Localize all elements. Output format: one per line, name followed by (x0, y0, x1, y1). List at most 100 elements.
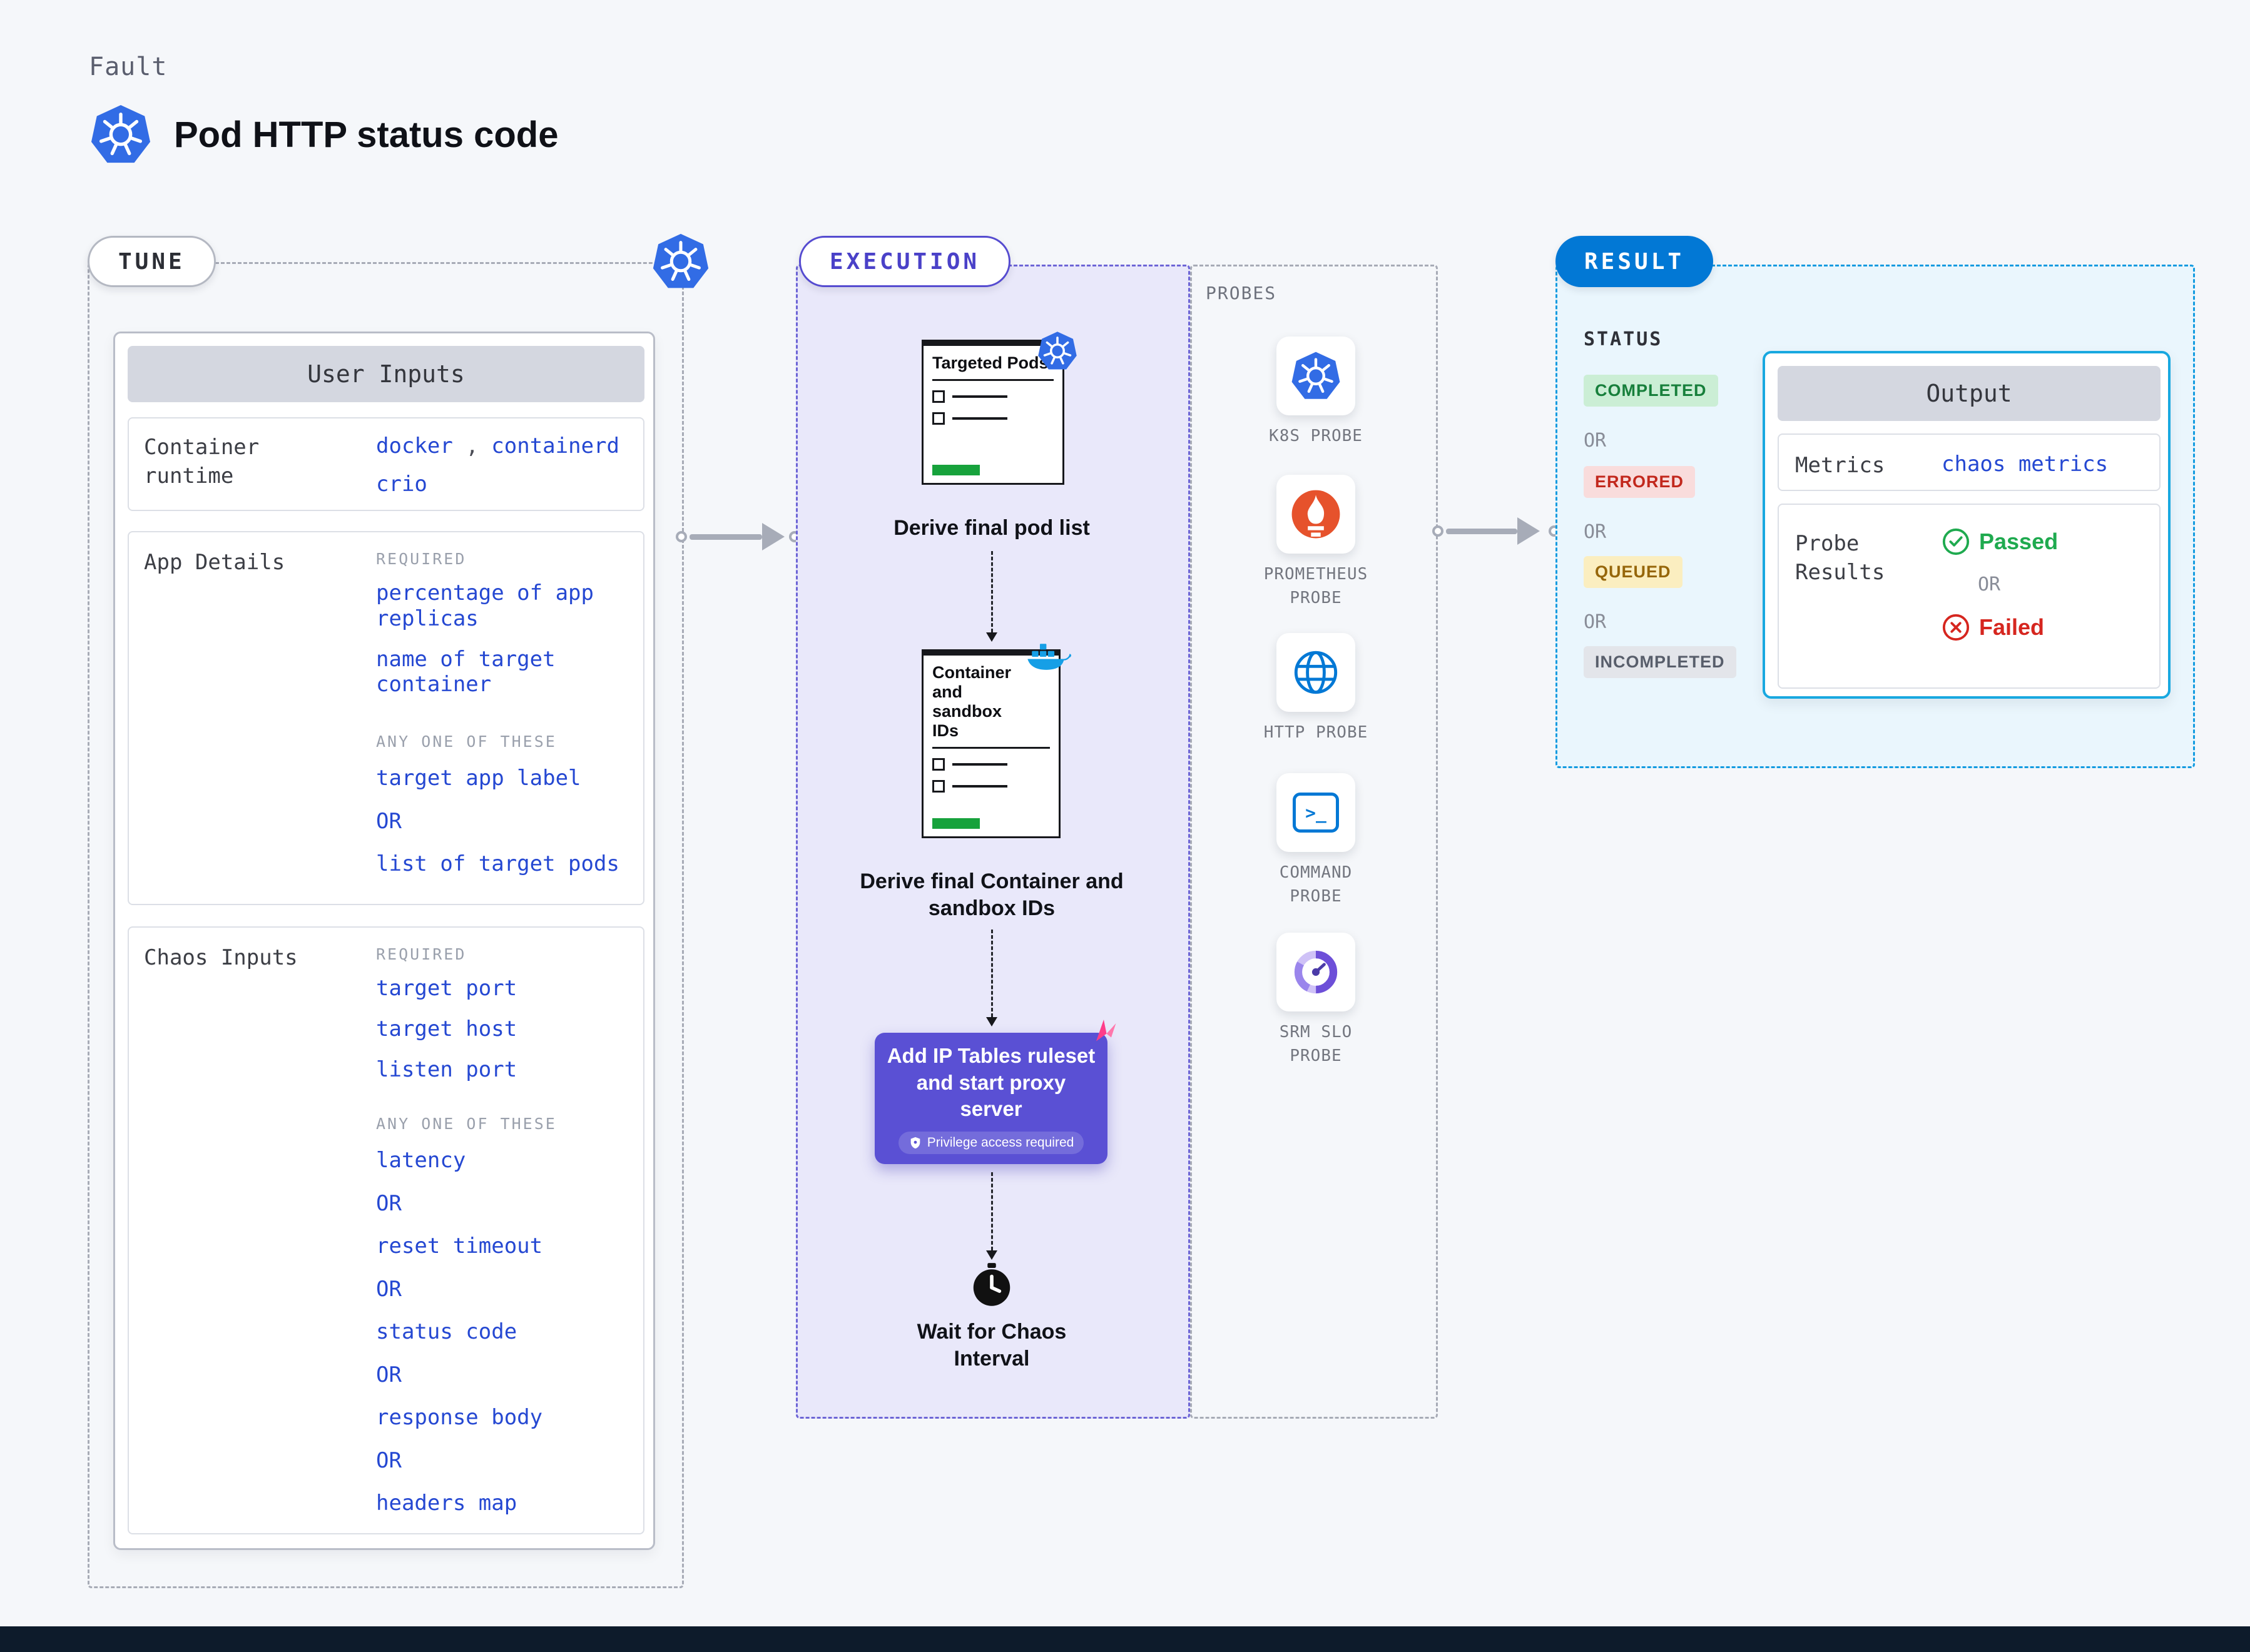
chaos-required-item: listen port (376, 1057, 517, 1082)
result-region: STATUS COMPLETED OR ERRORED OR QUEUED OR… (1555, 265, 2195, 768)
chaos-any-item: latency (376, 1148, 466, 1173)
text-line (952, 417, 1007, 420)
check-circle-icon (1942, 528, 1970, 555)
divider (932, 379, 1054, 382)
container-runtime-row: Container runtime docker , containerd cr… (128, 417, 644, 511)
checkbox-icon (932, 758, 945, 771)
passed-label: Passed (1979, 529, 2059, 554)
tune-region (88, 262, 684, 1588)
chaos-any-item: status code (376, 1319, 517, 1344)
flow-arrow-head (1517, 517, 1540, 545)
app-any-item: list of target pods (376, 851, 619, 876)
shield-icon (910, 1137, 920, 1149)
chaos-required-item: target host (376, 1016, 517, 1041)
user-inputs-panel: User Inputs Container runtime docker , c… (113, 332, 655, 1550)
page-title: Pod HTTP status code (174, 114, 559, 155)
or-separator: OR (1584, 521, 1607, 543)
progress-bar (932, 465, 980, 475)
or-separator: OR (376, 1191, 402, 1217)
chaos-icon (1096, 1020, 1116, 1041)
checkbox-icon (932, 780, 945, 793)
or-separator: OR (1584, 430, 1607, 452)
privilege-badge-label: Privilege access required (927, 1135, 1074, 1150)
footer-bar (0, 1626, 2250, 1652)
checkbox-icon (932, 412, 945, 425)
or-separator: OR (376, 808, 402, 834)
terminal-icon: >_ (1293, 793, 1339, 833)
app-required-item: percentage of app replicas (376, 580, 594, 631)
kubernetes-icon (1291, 352, 1340, 399)
flow-arrow-head (986, 632, 997, 642)
http-probe-card (1276, 633, 1355, 712)
srm-slo-probe-card (1276, 933, 1355, 1011)
text-line (952, 785, 1007, 788)
probe-results-row: Probe Results Passed OR (1778, 504, 2161, 689)
or-separator: OR (376, 1276, 402, 1302)
failed-label: Failed (1979, 614, 2045, 640)
chaos-inputs-row: Chaos Inputs REQUIRED target port target… (128, 926, 644, 1534)
connector-dot (1432, 525, 1443, 537)
chaos-inputs-label: Chaos Inputs (144, 945, 298, 970)
container-ids-doc: Container and sandbox IDs (922, 649, 1061, 838)
x-circle-icon (1942, 614, 1970, 641)
globe-icon (1294, 651, 1338, 694)
required-label: REQUIRED (376, 945, 467, 963)
action-title: Add IP Tables ruleset and start proxy se… (887, 1043, 1096, 1121)
any-one-label: ANY ONE OF THESE (376, 1115, 557, 1133)
required-label: REQUIRED (376, 550, 467, 568)
fault-kicker: Fault (89, 53, 168, 81)
command-probe-card: >_ (1276, 773, 1355, 852)
probe-label: SRM SLO PROBE (1279, 1023, 1353, 1065)
text-line (952, 763, 1007, 766)
kubernetes-icon (653, 233, 709, 288)
probe-label: HTTP PROBE (1263, 723, 1368, 742)
checkbox-icon (932, 390, 945, 403)
flow-arrow-head (986, 1017, 997, 1026)
chaos-required-item: target port (376, 976, 517, 1001)
or-separator: OR (1584, 611, 1607, 633)
result-pill: RESULT (1555, 236, 1714, 287)
kubernetes-icon (91, 104, 151, 163)
metrics-row: Metrics chaos metrics (1778, 433, 2161, 491)
app-any-item: target app label (376, 766, 581, 791)
gauge-icon (1294, 950, 1338, 994)
privilege-badge: Privilege access required (898, 1132, 1084, 1155)
connector-dot (676, 531, 687, 542)
clock-icon (973, 1263, 1010, 1306)
chaos-any-item: response body (376, 1404, 543, 1430)
flow-arrow-down (991, 930, 993, 1017)
divider (932, 747, 1050, 749)
flow-arrow (1446, 529, 1517, 534)
app-details-row: App Details REQUIRED percentage of app r… (128, 531, 644, 905)
flow-arrow-head (762, 523, 785, 550)
kubernetes-icon (1038, 332, 1077, 370)
runtime-value: crio (376, 471, 427, 497)
chaos-any-item: headers map (376, 1490, 517, 1516)
metrics-label: Metrics (1795, 453, 1885, 478)
probes-label: PROBES (1206, 283, 1277, 303)
k8s-probe-card (1276, 337, 1355, 415)
flow-arrow-down (991, 1172, 993, 1250)
or-separator: OR (1978, 574, 2001, 595)
probe-label: COMMAND PROBE (1279, 863, 1353, 906)
passed-result: Passed (1942, 527, 2058, 556)
status-badge-incompleted: INCOMPLETED (1584, 646, 1736, 678)
status-heading: STATUS (1584, 328, 1663, 350)
doc-checkbox-row (932, 390, 1054, 403)
app-details-label: App Details (144, 550, 285, 575)
output-header: Output (1778, 366, 2161, 421)
flow-arrow (690, 534, 762, 540)
step-caption: Wait for Chaos Interval (917, 1320, 1067, 1371)
prometheus-probe-card (1276, 475, 1355, 554)
container-runtime-label: Container runtime (144, 435, 260, 489)
text-line (952, 395, 1007, 398)
prometheus-icon (1291, 490, 1340, 539)
output-card: Output Metrics chaos metrics Probe Resul… (1763, 351, 2171, 699)
probes-region: PROBES K8S PROBE (1190, 265, 1438, 1419)
runtime-values-line: docker , containerd (376, 433, 619, 459)
doc-checkbox-row (932, 412, 1054, 425)
step-caption: Derive final Container and sandbox IDs (860, 869, 1124, 920)
iptables-action-box: Add IP Tables ruleset and start proxy se… (875, 1033, 1107, 1164)
doc-checkbox-row (932, 758, 1050, 771)
